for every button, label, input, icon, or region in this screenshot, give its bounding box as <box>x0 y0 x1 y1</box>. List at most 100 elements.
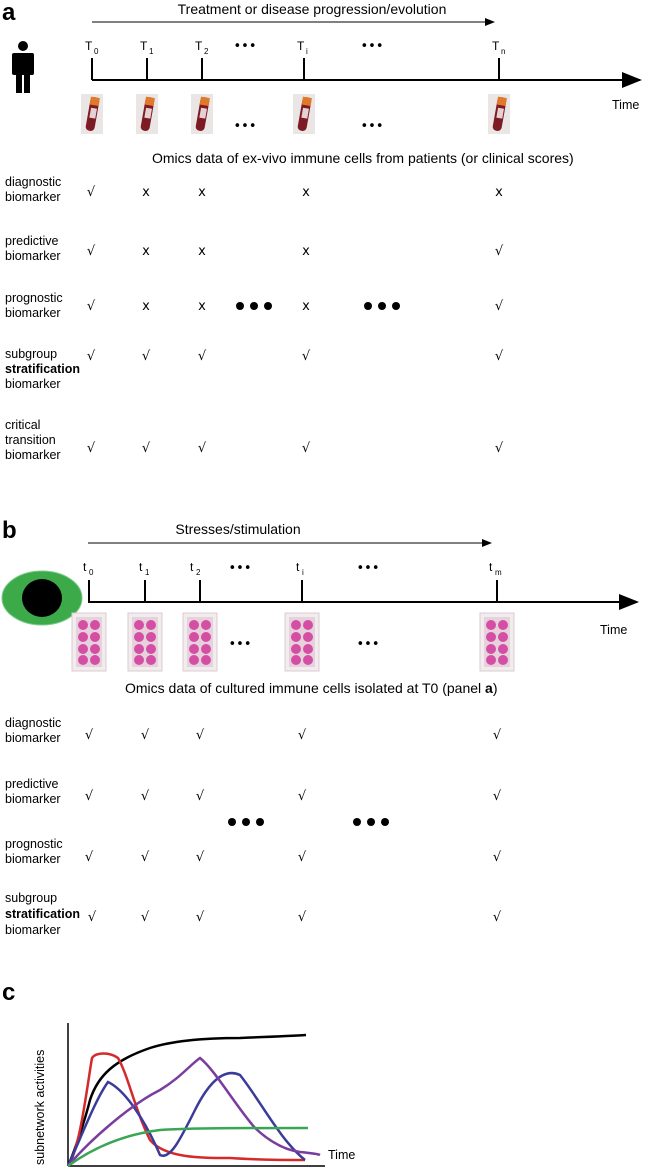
svg-text:i: i <box>302 568 304 577</box>
blood-tube-icon <box>136 94 158 134</box>
svg-text:√: √ <box>298 910 307 925</box>
svg-text:√: √ <box>87 349 96 364</box>
culture-plate-icon <box>71 612 107 672</box>
svg-text:√: √ <box>495 441 504 456</box>
svg-text:x: x <box>495 185 503 200</box>
svg-text:√: √ <box>302 441 311 456</box>
svg-text:2: 2 <box>196 568 201 577</box>
blood-tube-icon <box>488 94 510 134</box>
biomarker-row-prognostic-a: prognostic biomarker √ x x x √ <box>5 291 504 320</box>
svg-text:√: √ <box>495 349 504 364</box>
ellipsis: ••• <box>228 561 251 576</box>
svg-text:m: m <box>495 568 502 577</box>
svg-text:2: 2 <box>204 47 209 56</box>
culture-plate-icon <box>284 612 320 672</box>
ellipsis: ••• <box>360 119 383 134</box>
svg-text:0: 0 <box>89 568 94 577</box>
svg-text:biomarker: biomarker <box>5 249 61 263</box>
biomarker-row-subgroup-a: subgroup stratification biomarker √ √ √ … <box>5 347 504 391</box>
svg-text:biomarker: biomarker <box>5 190 61 204</box>
svg-text:√: √ <box>85 850 94 865</box>
big-ellipsis <box>236 302 272 310</box>
blood-tube-icon <box>191 94 213 134</box>
svg-text:T: T <box>492 39 500 53</box>
svg-text:√: √ <box>87 185 96 200</box>
big-ellipsis <box>228 818 264 826</box>
stimulation-title: Stresses/stimulation <box>175 521 300 537</box>
activity-curve-green <box>67 1126 309 1168</box>
svg-text:√: √ <box>142 349 151 364</box>
svg-text:biomarker: biomarker <box>5 852 61 866</box>
svg-text:√: √ <box>495 299 504 314</box>
svg-text:subgroup: subgroup <box>5 347 57 361</box>
svg-text:critical: critical <box>5 418 40 432</box>
svg-text:transition: transition <box>5 433 56 447</box>
svg-text:√: √ <box>141 728 150 743</box>
svg-text:subgroup: subgroup <box>5 891 57 905</box>
svg-text:prognostic: prognostic <box>5 837 63 851</box>
svg-text:t: t <box>489 560 493 574</box>
panel-b-caption: Omics data of cultured immune cells isol… <box>125 680 498 696</box>
panel-b-letter: b <box>2 517 17 544</box>
svg-text:√: √ <box>87 441 96 456</box>
svg-text:0: 0 <box>94 47 99 56</box>
svg-text:√: √ <box>298 850 307 865</box>
svg-text:x: x <box>302 244 310 259</box>
svg-text:t: t <box>296 560 300 574</box>
svg-text:√: √ <box>196 850 205 865</box>
culture-plate-icon <box>182 612 218 672</box>
culture-plate-icon <box>127 612 163 672</box>
svg-text:√: √ <box>87 244 96 259</box>
panel-a-letter: a <box>2 0 16 26</box>
svg-text:diagnostic: diagnostic <box>5 716 61 730</box>
svg-text:x: x <box>302 185 310 200</box>
activity-curve-blue <box>66 1071 306 1167</box>
progression-title: Treatment or disease progression/evoluti… <box>178 1 447 17</box>
time-axis-a-label: Time <box>612 98 639 112</box>
svg-text:√: √ <box>88 910 97 925</box>
svg-text:stratification: stratification <box>5 907 80 921</box>
biomarker-row-diagnostic-a: diagnostic biomarker √ x x x x <box>5 175 503 204</box>
culture-plate-icon <box>479 612 515 672</box>
svg-text:biomarker: biomarker <box>5 731 61 745</box>
svg-text:1: 1 <box>145 568 150 577</box>
svg-text:√: √ <box>493 910 502 925</box>
svg-text:√: √ <box>198 441 207 456</box>
svg-text:T: T <box>140 39 148 53</box>
svg-text:√: √ <box>142 441 151 456</box>
svg-text:√: √ <box>87 299 96 314</box>
eye-cell-icon <box>1 570 83 626</box>
svg-text:prognostic: prognostic <box>5 291 63 305</box>
svg-text:√: √ <box>196 789 205 804</box>
svg-text:x: x <box>142 299 150 314</box>
svg-text:x: x <box>198 299 206 314</box>
panel-a-caption: Omics data of ex-vivo immune cells from … <box>152 150 574 166</box>
ellipsis: ••• <box>233 119 256 134</box>
svg-text:predictive: predictive <box>5 777 59 791</box>
svg-text:T: T <box>195 39 203 53</box>
activity-curve-red <box>66 1052 306 1167</box>
svg-text:√: √ <box>493 850 502 865</box>
svg-text:biomarker: biomarker <box>5 923 61 937</box>
ellipsis: ••• <box>228 637 251 652</box>
person-icon <box>12 41 34 93</box>
y-axis-label-c: subnetwork activities <box>33 1050 47 1165</box>
svg-text:stratification: stratification <box>5 362 80 376</box>
svg-text:x: x <box>198 244 206 259</box>
svg-text:√: √ <box>196 910 205 925</box>
svg-text:T: T <box>297 39 305 53</box>
svg-text:x: x <box>302 299 310 314</box>
svg-text:√: √ <box>493 728 502 743</box>
svg-text:√: √ <box>85 728 94 743</box>
svg-text:√: √ <box>141 789 150 804</box>
panel-c-letter: c <box>2 979 15 1006</box>
svg-text:i: i <box>306 47 308 56</box>
svg-text:t: t <box>83 560 87 574</box>
